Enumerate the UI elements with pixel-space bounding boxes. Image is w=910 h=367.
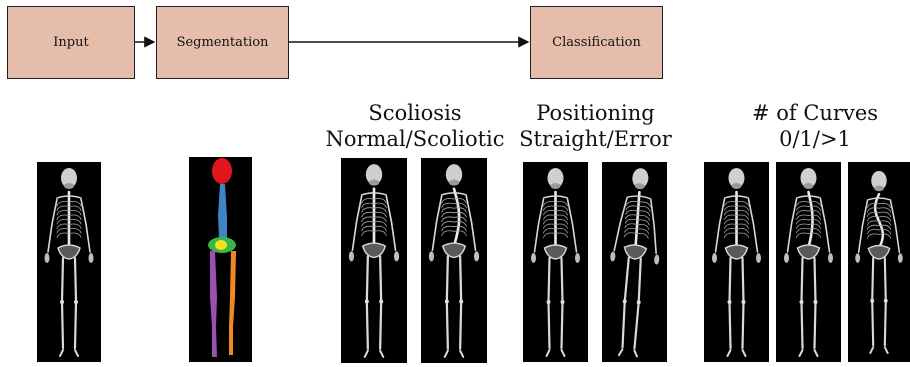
scoliosis-heading: Scoliosis Normal/Scoliotic	[320, 100, 510, 152]
curves-subtitle: 0/1/>1	[715, 126, 910, 152]
left-leg-mask	[210, 251, 217, 357]
curves-title: # of Curves	[715, 100, 910, 126]
positioning-title: Positioning	[513, 100, 678, 126]
curves-zero-xray	[704, 162, 769, 362]
scoliosis-normal-xray	[341, 158, 407, 363]
positioning-error-xray	[602, 162, 667, 362]
scoliosis-scoliotic-xray	[421, 158, 487, 363]
scoliosis-title: Scoliosis	[320, 100, 510, 126]
positioning-heading: Positioning Straight/Error	[513, 100, 678, 152]
curves-many-xray	[848, 162, 910, 362]
spine-mask	[218, 184, 227, 241]
input-xray-image	[37, 162, 101, 362]
positioning-straight-xray	[523, 162, 588, 362]
skull-mask	[212, 158, 232, 184]
curves-one-xray	[776, 162, 841, 362]
pipeline-arrows	[0, 0, 910, 90]
segmentation-mask-image	[189, 157, 252, 362]
scoliosis-subtitle: Normal/Scoliotic	[320, 126, 510, 152]
hip-mask	[215, 240, 227, 250]
curves-heading: # of Curves 0/1/>1	[715, 100, 910, 152]
positioning-subtitle: Straight/Error	[513, 126, 678, 152]
right-leg-mask	[229, 251, 236, 355]
